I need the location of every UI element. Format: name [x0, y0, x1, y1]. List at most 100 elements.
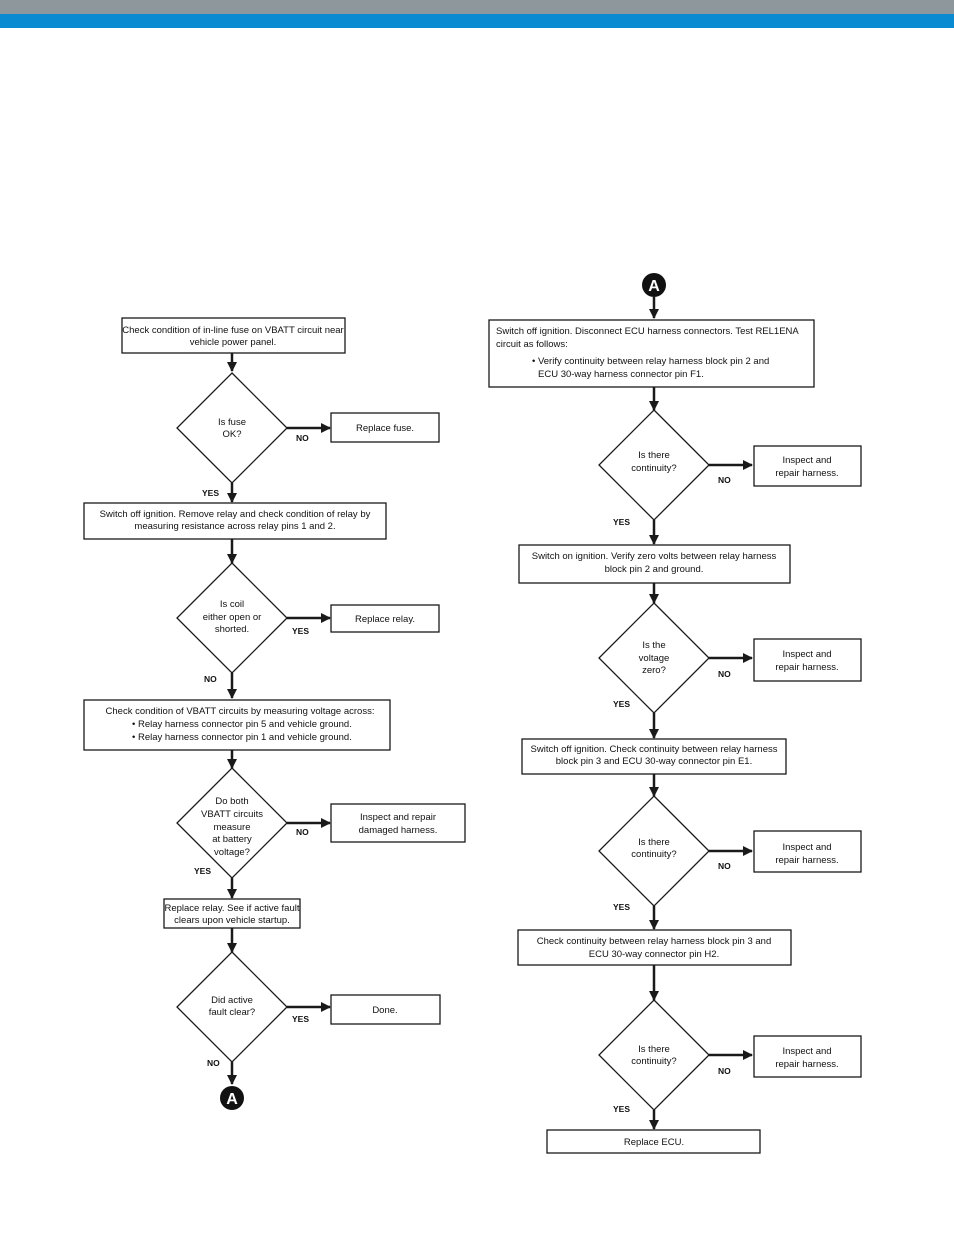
step-check-vbatt	[83, 699, 391, 751]
label-yes: YES	[292, 1014, 309, 1024]
label-no: NO	[296, 433, 309, 443]
decision-continuity-2-line2: continuity?	[631, 849, 676, 860]
step-replace-ecu	[546, 1129, 761, 1154]
step-check-fuse-line2: vehicle power panel.	[190, 337, 277, 348]
action-repair-harness	[330, 803, 466, 843]
label-yes: YES	[613, 902, 630, 912]
header-bar-blue	[0, 14, 954, 28]
step-check-relay-line2: measuring resistance across relay pins 1…	[134, 521, 335, 532]
action-repair-harness-4-line1: Inspect and	[782, 1046, 831, 1057]
action-repair-harness-3	[753, 830, 862, 873]
step-replace-relay-line2: clears upon vehicle startup.	[174, 915, 290, 926]
connector-a-out-label: A	[226, 1091, 238, 1108]
label-yes: YES	[292, 626, 309, 636]
label-no: NO	[204, 674, 217, 684]
decision-vbatt-line1: Do both	[215, 796, 248, 807]
action-repair-harness-line2: damaged harness.	[359, 825, 438, 836]
step-check-vbatt-line1: Check condition of VBATT circuits by mea…	[106, 706, 375, 717]
action-repair-harness-4-line2: repair harness.	[775, 1059, 838, 1070]
decision-coil-line3: shorted.	[215, 624, 249, 635]
decision-fault-clear-line1: Did active	[211, 995, 253, 1006]
action-repair-harness-2	[753, 638, 862, 682]
decision-continuity-2-line1: Is there	[638, 837, 670, 848]
step-test-rel1ena-line1: Switch off ignition. Disconnect ECU harn…	[496, 326, 799, 337]
decision-vbatt-line5: voltage?	[214, 847, 250, 858]
step-check-pin-e1-line2: block pin 3 and ECU 30-way connector pin…	[556, 756, 752, 767]
label-yes: YES	[613, 517, 630, 527]
decision-fuse-ok-line1: Is fuse	[218, 417, 246, 428]
step-test-rel1ena-line2: circuit as follows:	[496, 339, 568, 350]
step-replace-ecu-text: Replace ECU.	[624, 1137, 684, 1148]
label-no: NO	[718, 669, 731, 679]
step-check-vbatt-line2: • Relay harness connector pin 5 and vehi…	[132, 719, 352, 730]
label-yes: YES	[613, 699, 630, 709]
action-replace-relay	[330, 604, 440, 633]
action-replace-relay-text: Replace relay.	[355, 614, 415, 625]
step-check-fuse	[121, 317, 346, 354]
action-repair-harness-2-line2: repair harness.	[775, 662, 838, 673]
step-replace-relay	[163, 898, 301, 929]
action-repair-harness-1-line2: repair harness.	[775, 468, 838, 479]
step-replace-relay-line1: Replace relay. See if active fault	[164, 903, 299, 914]
decision-continuity-3	[598, 999, 710, 1111]
action-repair-harness-2-line1: Inspect and	[782, 649, 831, 660]
connector-a-in	[642, 273, 666, 297]
decision-vbatt-line4: at battery	[212, 834, 252, 845]
decision-continuity-3-line1: Is there	[638, 1044, 670, 1055]
decision-continuity-2	[598, 795, 710, 907]
decision-vbatt-line2: VBATT circuits	[201, 809, 263, 820]
label-yes: YES	[194, 866, 211, 876]
label-no: NO	[718, 475, 731, 485]
step-test-rel1ena	[488, 319, 815, 388]
decision-coil	[176, 562, 288, 674]
decision-coil-line2: either open or	[203, 612, 262, 623]
step-check-pin-h2-line2: ECU 30-way connector pin H2.	[589, 949, 719, 960]
step-check-pin-e1-line1: Switch off ignition. Check continuity be…	[531, 744, 778, 755]
decision-voltage-zero	[598, 602, 710, 714]
label-no: NO	[296, 827, 309, 837]
decision-fuse-ok-line2: OK?	[222, 429, 241, 440]
decision-continuity-1-line1: Is there	[638, 450, 670, 461]
decision-continuity-1	[598, 409, 710, 521]
decision-voltage-zero-line3: zero?	[642, 665, 666, 676]
step-check-relay-line1: Switch off ignition. Remove relay and ch…	[100, 509, 371, 520]
step-check-pin-h2	[517, 929, 792, 966]
action-replace-fuse-text: Replace fuse.	[356, 423, 414, 434]
decision-continuity-3-line2: continuity?	[631, 1056, 676, 1067]
connector-a-in-label: A	[648, 278, 660, 295]
action-done-text: Done.	[372, 1005, 397, 1016]
decision-fault-clear	[176, 951, 288, 1063]
step-verify-zero-volts	[518, 544, 791, 584]
label-no: NO	[718, 861, 731, 871]
action-repair-harness-1-line1: Inspect and	[782, 455, 831, 466]
label-yes: YES	[613, 1104, 630, 1114]
action-done	[330, 994, 441, 1025]
decision-coil-line1: Is coil	[220, 599, 244, 610]
action-replace-fuse	[330, 412, 440, 443]
action-repair-harness-3-line1: Inspect and	[782, 842, 831, 853]
action-repair-harness-4	[753, 1035, 862, 1078]
label-yes: YES	[202, 488, 219, 498]
label-no: NO	[207, 1058, 220, 1068]
label-no: NO	[718, 1066, 731, 1076]
step-test-rel1ena-line4: ECU 30-way harness connector pin F1.	[538, 369, 704, 380]
step-check-fuse-line1: Check condition of in-line fuse on VBATT…	[122, 325, 343, 336]
step-check-pin-e1	[521, 738, 787, 775]
action-repair-harness-line1: Inspect and repair	[360, 812, 436, 823]
step-verify-zero-volts-line1: Switch on ignition. Verify zero volts be…	[532, 551, 777, 562]
step-check-vbatt-line3: • Relay harness connector pin 1 and vehi…	[132, 732, 352, 743]
action-repair-harness-1	[753, 445, 862, 487]
decision-continuity-1-line2: continuity?	[631, 463, 676, 474]
step-test-rel1ena-line3: • Verify continuity between relay harnes…	[532, 356, 769, 367]
decision-vbatt-line3: measure	[214, 822, 251, 833]
decision-vbatt	[176, 767, 288, 879]
step-verify-zero-volts-line2: block pin 2 and ground.	[605, 564, 704, 575]
header-bar-gray	[0, 0, 954, 14]
connector-a-out	[220, 1086, 244, 1110]
step-check-relay	[83, 502, 387, 540]
decision-fault-clear-line2: fault clear?	[209, 1007, 255, 1018]
decision-fuse-ok	[176, 372, 288, 484]
action-repair-harness-3-line2: repair harness.	[775, 855, 838, 866]
decision-voltage-zero-line2: voltage	[639, 653, 670, 664]
